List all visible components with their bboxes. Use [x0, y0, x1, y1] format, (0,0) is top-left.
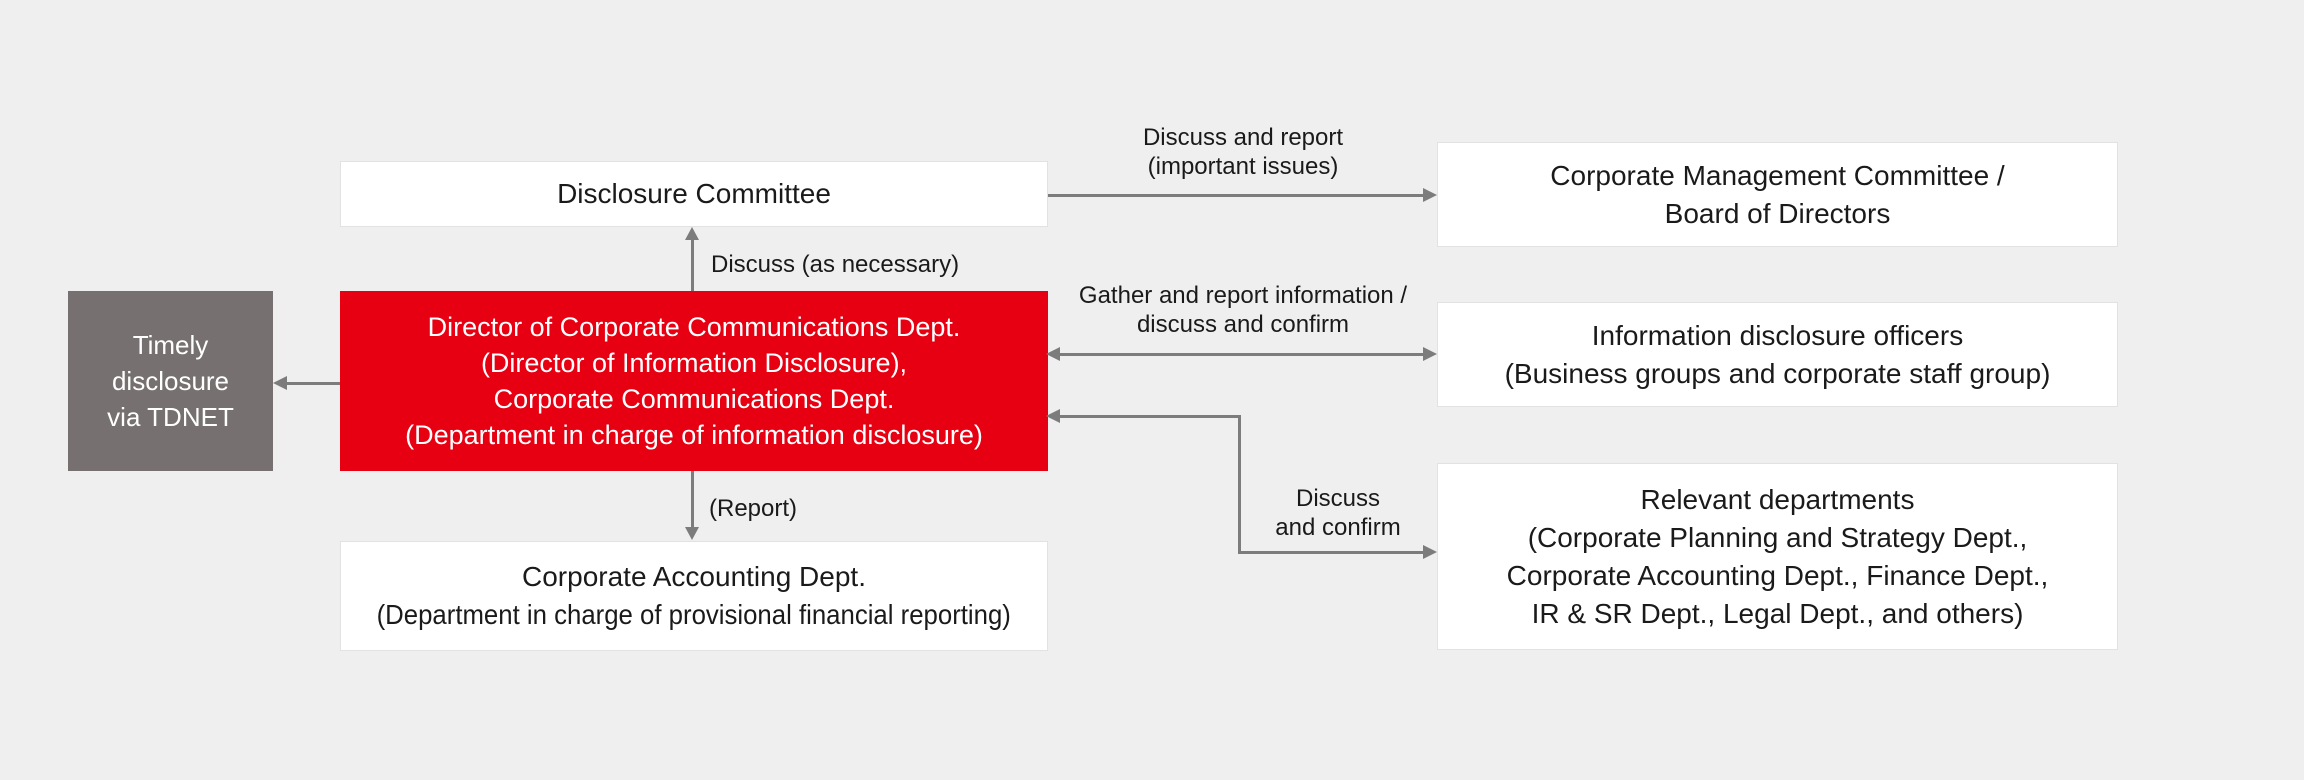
node-line: Corporate Accounting Dept.	[522, 561, 866, 592]
arrow-tdnet-line	[287, 382, 340, 385]
arrow-discuss-confirm-vertical-segment	[1238, 415, 1241, 554]
arrow-report-line	[691, 471, 694, 528]
node-line: (Business groups and corporate staff gro…	[1504, 357, 2051, 389]
arrowhead-right-icon	[1423, 545, 1437, 559]
arrowhead-up-icon	[685, 227, 699, 240]
edge-label-line: Gather and report information /	[1078, 282, 1408, 309]
node-line: Corporate Accounting Dept., Finance Dept…	[1506, 559, 2049, 591]
node-line: Board of Directors	[1664, 197, 1891, 229]
node-timely-disclosure-tdnet: Timely disclosure via TDNET	[68, 291, 273, 471]
edge-label-line: discuss and confirm	[1136, 311, 1350, 338]
node-line: (Corporate Planning and Strategy Dept.,	[1527, 521, 2028, 553]
edge-label-discuss-confirm: Discuss and confirm	[1248, 484, 1428, 542]
node-line: Relevant departments	[1640, 483, 1915, 515]
arrowhead-down-icon	[685, 527, 699, 540]
node-line: disclosure	[111, 366, 230, 396]
node-line: (Department in charge of provisional fin…	[376, 599, 1012, 630]
node-line: Corporate Communications Dept.	[493, 384, 895, 414]
node-relevant-departments: Relevant departments (Corporate Planning…	[1437, 463, 2118, 650]
arrow-discuss-confirm-bottom-segment	[1238, 551, 1424, 554]
edge-label-line: (important issues)	[1147, 153, 1339, 180]
node-line: Corporate Management Committee /	[1550, 159, 2005, 191]
edge-label-line: Discuss	[1295, 485, 1380, 512]
arrowhead-left-icon	[273, 376, 287, 390]
node-director-corporate-communications: Director of Corporate Communications Dep…	[340, 291, 1048, 471]
arrowhead-left-icon	[1046, 409, 1060, 423]
arrowhead-right-icon	[1423, 347, 1437, 361]
node-line: Director of Corporate Communications Dep…	[427, 312, 961, 342]
arrow-discuss-necessary-line	[691, 239, 694, 291]
arrowhead-left-icon	[1046, 347, 1060, 361]
edge-label-report: (Report)	[709, 495, 798, 522]
node-corporate-accounting-dept: Corporate Accounting Dept. (Department i…	[340, 541, 1048, 651]
edge-label-line: Discuss and report	[1142, 124, 1344, 151]
arrowhead-right-icon	[1423, 188, 1437, 202]
edge-label-discuss-necessary: Discuss (as necessary)	[711, 251, 960, 278]
edge-label-discuss-report: Discuss and report (important issues)	[1048, 123, 1438, 181]
edge-label-line: and confirm	[1275, 514, 1401, 541]
node-line: Information disclosure officers	[1591, 319, 1964, 351]
node-line: (Director of Information Disclosure),	[480, 348, 908, 378]
node-line: Disclosure Committee	[557, 178, 831, 209]
node-corporate-management-committee: Corporate Management Committee / Board o…	[1437, 142, 2118, 247]
node-line: Timely	[132, 330, 209, 360]
node-line: via TDNET	[107, 402, 234, 432]
edge-label-gather-report: Gather and report information / discuss …	[1048, 281, 1438, 339]
node-line: IR & SR Dept., Legal Dept., and others)	[1531, 597, 2024, 629]
arrow-discuss-report-line	[1048, 194, 1424, 197]
arrow-gather-report-line	[1060, 353, 1425, 356]
arrow-discuss-confirm-top-segment	[1060, 415, 1241, 418]
node-line: (Department in charge of information dis…	[405, 420, 983, 450]
node-disclosure-committee: Disclosure Committee	[340, 161, 1048, 227]
node-information-disclosure-officers: Information disclosure officers (Busines…	[1437, 302, 2118, 407]
